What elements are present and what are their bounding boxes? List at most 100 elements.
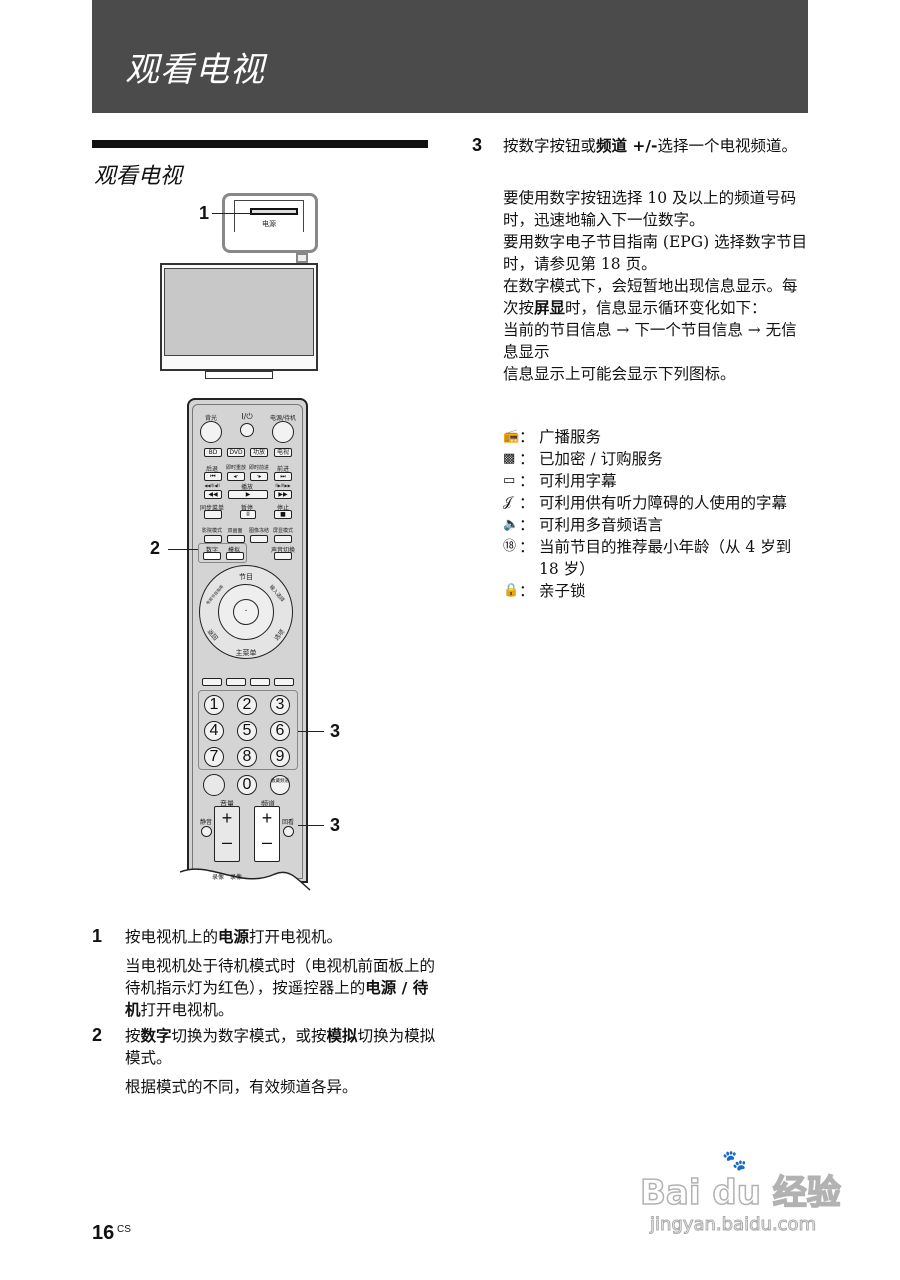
amp-button[interactable]: 功放 [250,448,268,457]
yellow-button[interactable] [250,678,270,686]
section-rule [92,140,428,148]
volume-label: 音量 [220,800,234,808]
step-3-paragraph-4: 当前的节目信息 → 下一个节目信息 → 无信息显示 [503,321,797,361]
program-button[interactable]: 节目 [239,573,253,581]
icon-legend-item: ▭：可利用字幕 [503,470,813,492]
step-3-number: 3 [472,135,483,155]
advance-button[interactable]: ·▸ [250,472,268,481]
blank-round-button[interactable] [203,774,225,796]
theatre-mode-button[interactable] [204,535,222,543]
digit-5-button[interactable]: 5 [237,721,257,741]
audio-switch-button[interactable] [274,552,292,560]
play-button[interactable]: ▶ [228,490,268,499]
digit-3-button[interactable]: 3 [270,695,290,715]
digit-7-button[interactable]: 7 [204,747,224,767]
channel-label: 频道 [261,800,275,808]
prev-button[interactable]: ⏮ [204,472,222,481]
icon-legend-text: 当前节目的推荐最小年龄（从 4 岁到 18 岁） [539,538,792,578]
blue-button[interactable] [274,678,294,686]
digit-0-button[interactable]: 0 [237,775,257,795]
freeze-button[interactable] [250,535,268,543]
freeze-label: 图像冻结 [248,528,269,534]
power-standby-label: 电源/待机 [269,415,297,422]
sync-menu-label: 同步菜单 [199,505,224,512]
bd-button[interactable]: BD [204,448,222,457]
pause-label: 暂停 [240,505,253,512]
stop-button[interactable]: ■ [274,510,292,519]
page-language: CS [117,1224,131,1235]
green-button[interactable] [226,678,246,686]
main-menu-button[interactable]: 主菜单 [235,649,257,657]
favorites-button[interactable]: 收藏频道 [270,775,290,795]
broadcast-service-icon: 📻 [503,429,520,444]
paw-icon: 🐾 [722,1148,747,1172]
icon-legend-item: 🔒：亲子锁 [503,580,813,602]
baidu-watermark-logo: Bai du 经验 [639,1172,841,1214]
backlight-button[interactable] [200,421,222,443]
callout-1: 1 [199,203,210,223]
channel-plus[interactable]: + [261,808,273,828]
step-3-text: 按数字按钮或频道 +/-选择一个电视频道。 [503,137,798,155]
digit-2-button[interactable]: 2 [237,695,257,715]
dual-picture-button[interactable] [227,535,245,543]
red-button[interactable] [202,678,222,686]
header-band [92,0,808,113]
icon-legend-text: 亲子锁 [539,582,586,600]
volume-plus[interactable]: + [221,808,233,828]
fast-forward-button[interactable]: ▶▶ [274,490,292,499]
channel-minus[interactable]: – [261,832,272,852]
volume-rocker[interactable]: + – [214,806,240,862]
step-1-number: 1 [92,926,103,946]
dual-picture-label: 双画面 [227,528,243,534]
step-2-detail: 根据模式的不同，有效频道各异。 [125,1078,358,1096]
section-title: 观看电视 [94,164,183,189]
recall-label: 回看 [281,819,294,826]
mute-label: 静音 [199,819,212,826]
audio-switch-label: 声音切换 [270,547,295,554]
record-label-2: 录像 [229,874,242,881]
callout-3b: 3 [330,815,341,835]
io-button[interactable] [240,423,254,437]
digit-4-button[interactable]: 4 [204,721,224,741]
digit-1-button[interactable]: 1 [204,695,224,715]
icon-legend-item: ⑱：当前节目的推荐最小年龄（从 4 岁到 18 岁） [503,536,813,580]
icon-legend-text: 可利用多音频语言 [539,516,664,534]
digit-9-button[interactable]: 9 [270,747,290,767]
tv-button[interactable]: 电视 [274,448,292,457]
icon-legend-item: ▩：已加密 / 订购服务 [503,448,813,470]
record-label: 录像 [211,874,224,881]
digit-6-button[interactable]: 6 [270,721,290,741]
digit-8-button[interactable]: 8 [237,747,257,767]
digital-button[interactable] [203,552,221,560]
channel-rocker[interactable]: + – [254,806,280,862]
callout-3a: 3 [330,721,341,741]
slow-rewind-label: ◀◀II/◀II [204,483,220,488]
dvd-button[interactable]: DVD [227,448,245,457]
digital-label: 数字 [205,547,218,554]
recall-button[interactable] [283,826,294,837]
display-mode-label: 屏显模式 [272,528,293,534]
next-button[interactable]: ⏭ [274,472,292,481]
display-mode-button[interactable] [274,535,292,543]
rewind-button[interactable]: ◀◀ [204,490,222,499]
replay-label: 即时重放 [226,465,247,471]
power-standby-button[interactable] [272,421,294,443]
ok-button[interactable]: · [233,599,259,625]
multi-audio-icon: 🔈 [503,517,520,532]
encrypted-icon: ▩ [503,451,516,466]
rewind-label: 后退 [205,466,218,473]
volume-minus[interactable]: – [221,832,232,852]
step-3-paragraph-5: 信息显示上可能会显示下列图标。 [503,365,736,383]
analog-button[interactable] [226,552,244,560]
parental-lock-icon: 🔒 [503,583,520,598]
subtitle-icon: ▭ [503,473,516,488]
slow-forward-label: II▶/II▶▶ [275,483,291,488]
replay-button[interactable]: ◂· [227,472,245,481]
icon-legend-text: 可利用字幕 [539,472,617,490]
mute-button[interactable] [201,826,212,837]
remote-cut-edge [180,868,320,900]
pause-button[interactable]: II [240,510,256,519]
step-1-text: 按电视机上的电源打开电视机。 [125,928,343,946]
play-label: 播放 [240,484,253,491]
sync-menu-button[interactable] [204,510,222,519]
